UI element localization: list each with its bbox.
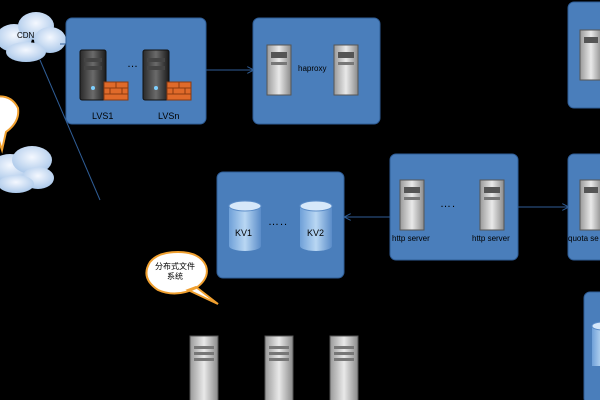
dfs-callout-line2: 系统 [167,272,183,281]
storage-database-icon [591,321,600,366]
http-server-2-label: http server [472,234,510,243]
haproxy-server-2-icon [333,44,359,96]
lvsn-server-icon [142,49,170,101]
haproxy-label: haproxy [298,64,327,73]
kv2-label: KV2 [307,228,325,238]
kv-group-box [216,171,345,279]
dfs-server-3-icon [329,335,359,400]
lvs1-label: LVS1 [92,111,114,121]
client-cloud-icon [0,146,54,193]
kv1-label: KV1 [235,228,253,238]
http-server-1-icon [399,179,425,231]
http-ellipsis: …. [440,198,457,210]
lvsn-firewall-icon [166,81,192,101]
haproxy-server-1-icon [266,44,292,96]
http-server-2-icon [479,179,505,231]
lvs1-firewall-icon [103,81,129,101]
kv2-database-icon [299,200,333,251]
cdn-to-lvs-line [39,59,101,201]
dfs-server-2-icon [264,335,294,400]
cdn-cloud-icon [0,12,66,62]
quota-server-icon [579,179,600,231]
dfs-server-1-icon [189,335,219,400]
lvs1-server-icon [79,49,107,101]
dfs-callout-text: 分布式文件 系统 [148,262,202,282]
dfs-callout-bubble-icon [145,250,219,305]
top-right-server-icon [579,29,600,81]
dfs-callout-line1: 分布式文件 [155,262,195,271]
left-callout-bubble-icon [0,95,20,154]
kv-ellipsis: ….. [268,216,289,228]
lvsn-label: LVSn [158,111,180,121]
cdn-label: CDN [17,31,35,40]
kv1-database-icon [228,200,262,251]
lvs-ellipsis: … [127,58,139,70]
http-server-1-label: http server [392,234,430,243]
quota-server-label: quota se [568,234,599,243]
